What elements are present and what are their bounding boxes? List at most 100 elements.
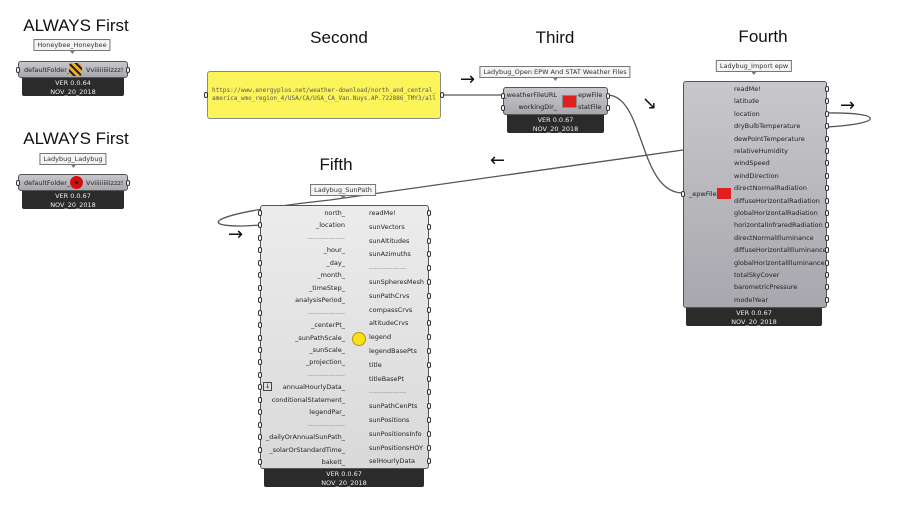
- panel-output-port[interactable]: [440, 92, 444, 98]
- output-port[interactable]: [825, 86, 829, 92]
- output-sunpositions[interactable]: sunPositions: [369, 416, 410, 424]
- output-stat-file[interactable]: statFile: [578, 103, 602, 111]
- honeybee-component[interactable]: defaultFolder_ Vviiiiiiiiizzz!: [16, 61, 130, 78]
- input-port[interactable]: [258, 459, 262, 465]
- output-port[interactable]: [427, 458, 431, 465]
- sunpath-component[interactable]: ↓ north__location----------------_hour__…: [258, 205, 431, 469]
- input-port[interactable]: [258, 421, 262, 428]
- input-port[interactable]: [258, 334, 262, 341]
- input-port[interactable]: [258, 309, 262, 316]
- output-directnormalradiation[interactable]: directNormalRadiation: [734, 184, 807, 193]
- output-barometricpressure[interactable]: barometricPressure: [734, 283, 798, 292]
- output-relativehumidity[interactable]: relativeHumidity: [734, 147, 788, 155]
- input-analysisperiod[interactable]: analysisPeriod_: [295, 296, 345, 305]
- output-sunpositionsinfo[interactable]: sunPositionsInfo: [369, 429, 422, 438]
- output-port[interactable]: [825, 185, 829, 192]
- input-legendpar[interactable]: legendPar_: [309, 408, 345, 417]
- output-port[interactable]: [825, 197, 829, 204]
- output-latitude[interactable]: latitude: [734, 97, 759, 106]
- output-horizontalinfraredradiation[interactable]: horizontalInfraredRadiation: [734, 221, 823, 230]
- panel-input-port[interactable]: [204, 92, 208, 98]
- output-port[interactable]: [427, 348, 431, 354]
- output-port[interactable]: [427, 375, 431, 382]
- input-annualhourlydata[interactable]: annualHourlyData_: [282, 383, 345, 392]
- output-port[interactable]: [825, 123, 829, 130]
- input-working-dir[interactable]: workingDir_: [518, 103, 557, 111]
- output-port[interactable]: [126, 67, 130, 73]
- input-port[interactable]: [258, 409, 262, 416]
- output-drybulbtemperature[interactable]: dryBulbTemperature: [734, 122, 801, 131]
- input-port[interactable]: [258, 259, 262, 266]
- output-port[interactable]: [825, 148, 829, 154]
- output-titlebasept[interactable]: titleBasePt: [369, 374, 405, 383]
- output-globalhorizontalradiation[interactable]: globalHorizontalRadiation: [734, 209, 818, 217]
- output-port[interactable]: [825, 135, 829, 142]
- output-port[interactable]: [825, 247, 829, 254]
- input-dailyorannualsunpath[interactable]: _dailyOrAnnualSunPath_: [265, 433, 345, 442]
- input-port[interactable]: [258, 234, 262, 241]
- output-port[interactable]: [427, 444, 431, 451]
- output-diffusehorizontalilluminance[interactable]: diffuseHorizontalIlluminance: [734, 246, 827, 255]
- output-port[interactable]: [825, 160, 829, 167]
- input-port[interactable]: [501, 93, 505, 99]
- output-legendbasepts[interactable]: legendBasePts: [369, 347, 417, 355]
- output-totalskycover[interactable]: totalSkyCover: [734, 271, 780, 279]
- input-default-folder[interactable]: defaultFolder_: [24, 66, 71, 74]
- input-port[interactable]: [258, 446, 262, 453]
- input-port[interactable]: [16, 180, 20, 186]
- output-port[interactable]: [427, 320, 431, 327]
- output-directnormalilluminance[interactable]: directNormalIlluminance: [734, 233, 814, 242]
- output-port[interactable]: [825, 98, 829, 105]
- output-port[interactable]: [427, 334, 431, 341]
- output-globalhorizontalilluminance[interactable]: globalHorizontalIlluminance: [734, 258, 825, 267]
- input-north[interactable]: north_: [324, 209, 345, 217]
- output-port[interactable]: [825, 210, 829, 216]
- url-panel[interactable]: https://www.energyplus.net/weather-downl…: [207, 71, 441, 119]
- open-epw-component[interactable]: _weatherFileURL workingDir_ epwFile stat…: [501, 87, 610, 115]
- output-epw-file[interactable]: epwFile: [578, 91, 603, 99]
- output-port[interactable]: [606, 105, 610, 111]
- output-port[interactable]: [427, 403, 431, 410]
- output-diffusehorizontalradiation[interactable]: diffuseHorizontalRadiation: [734, 196, 820, 205]
- output-port[interactable]: [825, 284, 829, 291]
- output-port[interactable]: [427, 306, 431, 313]
- url-text[interactable]: https://www.energyplus.net/weather-downl…: [212, 87, 436, 102]
- input-port[interactable]: [16, 67, 20, 73]
- input-port[interactable]: [501, 105, 505, 111]
- input-location[interactable]: _location: [315, 221, 345, 230]
- input-port[interactable]: [258, 371, 262, 378]
- input-port[interactable]: [258, 396, 262, 403]
- input-port[interactable]: [258, 359, 262, 366]
- output-selhourlydata[interactable]: selHourlyData: [369, 457, 416, 466]
- output-sunvectors[interactable]: sunVectors: [369, 222, 405, 231]
- output-sunpathcrvs[interactable]: sunPathCrvs: [369, 291, 410, 300]
- input-port[interactable]: [258, 384, 262, 391]
- output-port[interactable]: [427, 210, 431, 216]
- input-epw-file[interactable]: _epwFile: [689, 190, 717, 198]
- output-modelyear[interactable]: modelYear: [734, 295, 769, 304]
- ladybug-component[interactable]: defaultFolder_ Vviiiiiiiiizzz!: [16, 174, 130, 191]
- input-timestep[interactable]: _timeStep_: [309, 283, 345, 292]
- input-hour[interactable]: _hour_: [323, 246, 345, 255]
- output-sunazimuths[interactable]: sunAzimuths: [369, 250, 411, 259]
- input-port[interactable]: [258, 247, 262, 254]
- output-windspeed[interactable]: windSpeed: [734, 159, 770, 168]
- output-compasscrvs[interactable]: compassCrvs: [369, 305, 413, 314]
- output-winddirection[interactable]: windDirection: [734, 171, 779, 180]
- output-port[interactable]: [427, 389, 431, 396]
- output-sunpositionshoy[interactable]: sunPositionsHOY: [369, 443, 423, 452]
- output-port[interactable]: [825, 296, 829, 303]
- input-centerpt[interactable]: _centerPt_: [311, 321, 345, 330]
- output-port[interactable]: [825, 110, 829, 117]
- output-port[interactable]: [427, 223, 431, 230]
- output-port[interactable]: [427, 417, 431, 423]
- output-dewpointtemperature[interactable]: dewPointTemperature: [734, 134, 805, 143]
- output-port[interactable]: [427, 251, 431, 258]
- input-port[interactable]: [258, 210, 262, 216]
- input-port[interactable]: [258, 346, 262, 353]
- output-sunpathcenpts[interactable]: sunPathCenPts: [369, 402, 418, 411]
- output-port[interactable]: [427, 292, 431, 299]
- output-port[interactable]: [825, 259, 829, 266]
- output-port[interactable]: [427, 237, 431, 244]
